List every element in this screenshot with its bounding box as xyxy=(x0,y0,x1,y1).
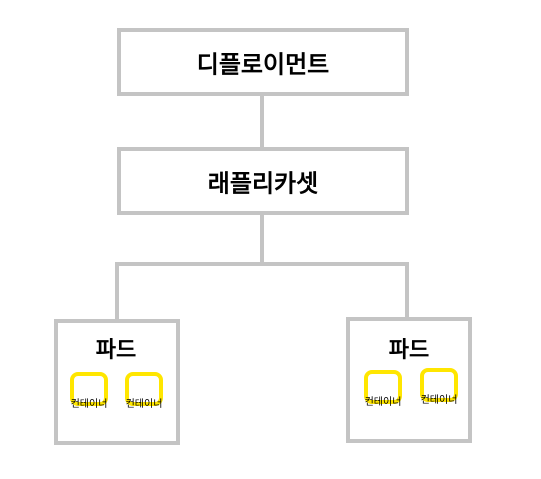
container-label: 컨테이너 xyxy=(364,397,402,408)
replicaset-node: 래플리카셋 xyxy=(117,147,409,215)
container: 컨테이너 xyxy=(125,372,163,418)
container-box xyxy=(420,368,458,402)
container: 컨테이너 xyxy=(70,372,108,418)
container-box xyxy=(364,370,402,404)
container: 컨테이너 xyxy=(364,370,402,416)
pod-node: 파드 컨테이너 컨테이너 xyxy=(346,317,472,443)
container-label: 컨테이너 xyxy=(70,399,108,410)
replicaset-label: 래플리카셋 xyxy=(207,169,319,198)
container-label: 컨테이너 xyxy=(420,395,458,406)
pod-label: 파드 xyxy=(95,338,137,363)
container: 컨테이너 xyxy=(420,368,458,414)
deployment-label: 디플로이먼트 xyxy=(196,50,330,79)
container-box xyxy=(125,372,163,406)
deployment-node: 디플로이먼트 xyxy=(117,28,409,96)
container-label: 컨테이너 xyxy=(125,399,163,410)
container-box xyxy=(70,372,108,406)
pod-label: 파드 xyxy=(388,338,430,363)
pod-node: 파드 컨테이너 컨테이너 xyxy=(54,319,180,445)
